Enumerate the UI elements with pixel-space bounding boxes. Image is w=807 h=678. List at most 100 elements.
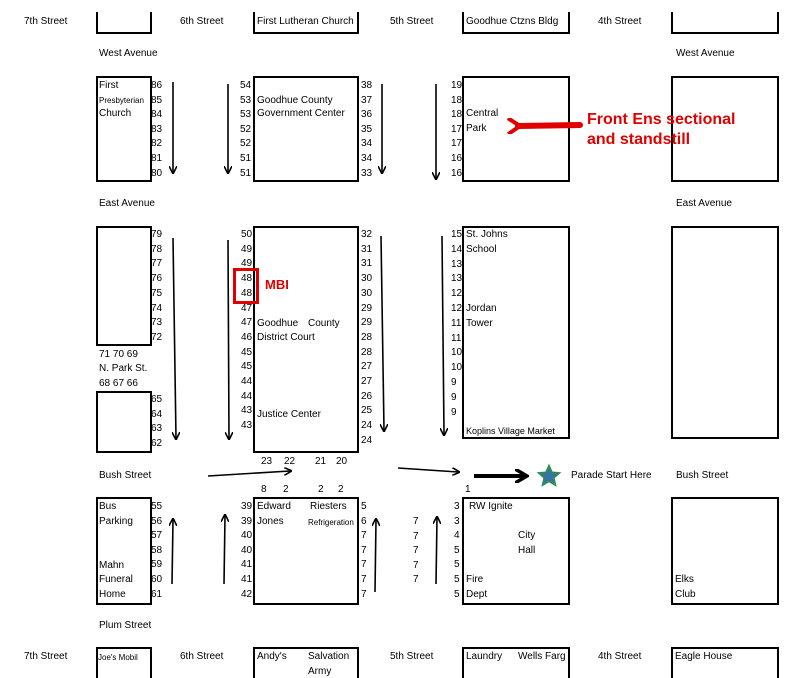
- space-number: 9: [451, 406, 457, 418]
- space-number: 45: [241, 361, 253, 373]
- space-number: 83: [151, 123, 163, 135]
- space-number: 74: [151, 302, 163, 314]
- space-number: 11: [451, 317, 462, 329]
- space-number: 16: [451, 167, 463, 179]
- space-number: 30: [361, 273, 373, 285]
- street-label-5th-bottom: 5th Street: [390, 651, 434, 662]
- label-parking: Parking: [99, 516, 133, 527]
- space-number: 25: [361, 405, 373, 417]
- space-number: 47: [241, 317, 253, 329]
- label-court-3: District Court: [257, 332, 315, 343]
- block-first-presbyterian: [96, 76, 152, 182]
- arrow-down-7: [381, 235, 384, 430]
- space-number: 47: [241, 302, 253, 314]
- block-government-center: [253, 76, 359, 182]
- space-number: 7: [361, 574, 367, 585]
- space-number: 7: [361, 530, 367, 542]
- space-number: 20: [336, 456, 348, 467]
- space-number: 54: [240, 80, 252, 91]
- block-top-a: [96, 12, 152, 34]
- space-number: 49: [241, 243, 253, 255]
- space-number: 10: [451, 362, 463, 374]
- space-number: 22: [284, 456, 296, 467]
- block-joes-mobil: [96, 647, 152, 678]
- space-number: 7: [413, 574, 419, 586]
- space-number: 51: [240, 153, 252, 164]
- space-number: 63: [151, 423, 163, 435]
- space-number: 60: [151, 574, 163, 585]
- space-number: 56: [151, 515, 163, 527]
- space-number: 23: [261, 456, 273, 467]
- space-number: 58: [151, 544, 163, 556]
- space-number: 38: [361, 80, 373, 91]
- space-number: 7: [413, 530, 419, 542]
- space-number: 64: [151, 408, 163, 420]
- space-number: 9: [451, 377, 457, 388]
- label-hall: Hall: [518, 545, 536, 556]
- space-number: 1: [465, 484, 471, 495]
- label-jones: Jones: [257, 516, 284, 527]
- block-first-lutheran: [253, 12, 359, 34]
- label-gov-1: Goodhue County: [257, 95, 333, 106]
- label-court-1: Goodhue: [257, 318, 299, 329]
- space-number: 34: [361, 138, 373, 150]
- space-number: 76: [151, 273, 163, 285]
- block-row2-e: [671, 226, 779, 439]
- space-number: 53: [240, 94, 252, 106]
- space-number: 7: [413, 559, 419, 571]
- label-dept: Dept: [466, 589, 488, 600]
- block-row1-e: [671, 76, 779, 182]
- label-stjohns-2: School: [466, 244, 497, 255]
- label-park-1: Central: [466, 108, 499, 119]
- label-goodhue-ctzns: Goodhue Ctzns Bldg: [466, 16, 559, 27]
- space-number: 29: [361, 302, 373, 314]
- label-fire: Fire: [466, 574, 484, 585]
- label-rw-ignite: RW Ignite: [469, 501, 513, 512]
- street-label-n-park: N. Park St.: [99, 363, 148, 374]
- block-andys: [253, 647, 359, 678]
- label-presby-1: First: [99, 80, 119, 91]
- arrow-up-2: [224, 516, 225, 585]
- street-label-7th-top: 7th Street: [24, 16, 68, 27]
- space-number: 50: [241, 229, 253, 240]
- space-number: 27: [361, 376, 373, 387]
- space-number: 7: [361, 588, 367, 600]
- block-top-e: [671, 12, 779, 34]
- space-number: 37: [361, 94, 373, 106]
- space-number: 79: [151, 229, 163, 240]
- space-number: 13: [451, 258, 463, 270]
- space-number: 2: [338, 484, 344, 495]
- space-number: 72: [151, 331, 163, 343]
- space-number: 3: [454, 515, 460, 527]
- space-number: 18: [451, 109, 463, 121]
- block-elks-club: [671, 497, 779, 605]
- label-funeral: Funeral: [99, 574, 133, 585]
- space-number: 24: [361, 434, 373, 446]
- label-justice-center: Justice Center: [257, 409, 321, 420]
- space-number: 17: [451, 123, 463, 135]
- space-number: 49: [241, 258, 253, 270]
- label-army: Army: [308, 666, 332, 677]
- street-label-6th-bottom: 6th Street: [180, 651, 224, 662]
- space-number: 81: [151, 153, 163, 164]
- street-label-east-ave-right: East Avenue: [676, 198, 732, 209]
- space-number: 62: [151, 437, 163, 449]
- street-label-plum: Plum Street: [99, 620, 152, 631]
- space-number: 29: [361, 317, 373, 329]
- arrow-down-8: [442, 235, 444, 434]
- space-number: 11: [451, 332, 462, 344]
- label-wells-fargo: Wells Farg: [518, 651, 566, 662]
- label-elks: Elks: [675, 574, 694, 585]
- space-number: 46: [241, 331, 253, 343]
- space-number: 10: [451, 347, 463, 359]
- space-number: 59: [151, 559, 163, 571]
- label-first-lutheran: First Lutheran Church: [257, 16, 354, 27]
- space-number: 44: [241, 376, 253, 387]
- label-club: Club: [675, 589, 696, 600]
- space-number: 44: [241, 390, 253, 402]
- space-number: 2: [318, 484, 324, 495]
- annotation-front-ens-2: and standstill: [587, 131, 691, 148]
- space-number: 86: [151, 80, 163, 91]
- space-number: 7: [413, 516, 419, 527]
